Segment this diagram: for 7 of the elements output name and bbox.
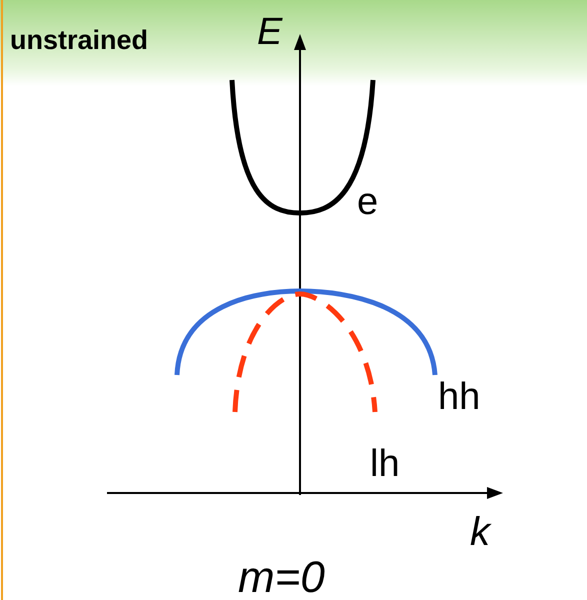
band-label: lh [370,445,400,483]
axis-label: E [257,13,282,51]
band-label: hh [438,378,480,416]
axis-label: k [470,512,490,552]
band-label: e [357,183,378,221]
parameter-label: m=0 [238,556,325,600]
panel-title: unstrained [10,27,148,54]
